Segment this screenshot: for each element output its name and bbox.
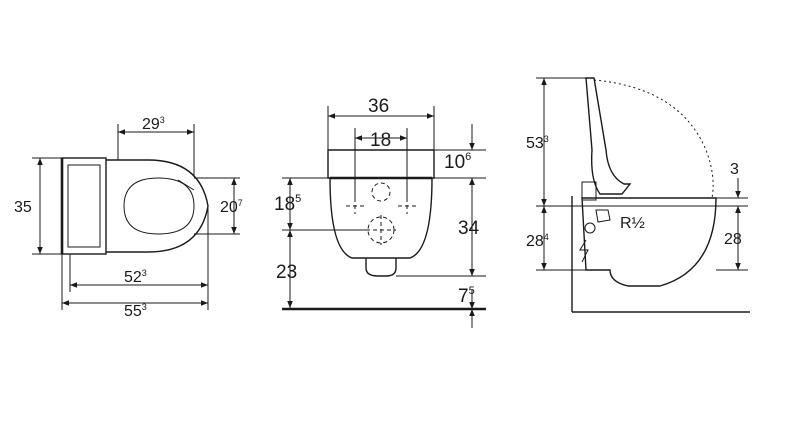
dim-seat-depth: 207 xyxy=(220,198,243,216)
front-view: 36 18 106 185 34 23 75 xyxy=(274,96,486,328)
front-view-lid xyxy=(327,149,435,179)
dim-length-total: 553 xyxy=(124,302,147,320)
dim-right-height: 28 xyxy=(724,231,742,248)
dim-height: 35 xyxy=(14,199,32,216)
side-view-bowl xyxy=(581,197,717,287)
dim-base-offset: 75 xyxy=(458,285,475,307)
top-view-cistern xyxy=(61,157,107,255)
dim-total-height: 533 xyxy=(526,134,549,152)
top-view: 293 35 207 523 553 xyxy=(14,115,243,320)
front-view-bowl xyxy=(329,177,433,259)
dim-width-outer: 36 xyxy=(368,96,389,117)
dim-length-inner: 523 xyxy=(124,268,147,286)
dim-body-height: 34 xyxy=(458,218,480,239)
dim-seat-gap: 3 xyxy=(730,161,739,178)
dim-connection: R½ xyxy=(620,215,645,232)
dim-width-main: 293 xyxy=(142,115,165,133)
dim-floor-height: 23 xyxy=(276,262,297,283)
side-view: 533 3 R½ 284 28 xyxy=(526,77,750,313)
dim-left-height: 284 xyxy=(526,232,549,250)
side-view-lid xyxy=(585,77,632,195)
dim-lid-height: 106 xyxy=(444,151,471,173)
dim-width-inner: 18 xyxy=(370,130,391,151)
dim-fix-height: 185 xyxy=(274,193,301,215)
top-view-bowl xyxy=(106,159,209,253)
